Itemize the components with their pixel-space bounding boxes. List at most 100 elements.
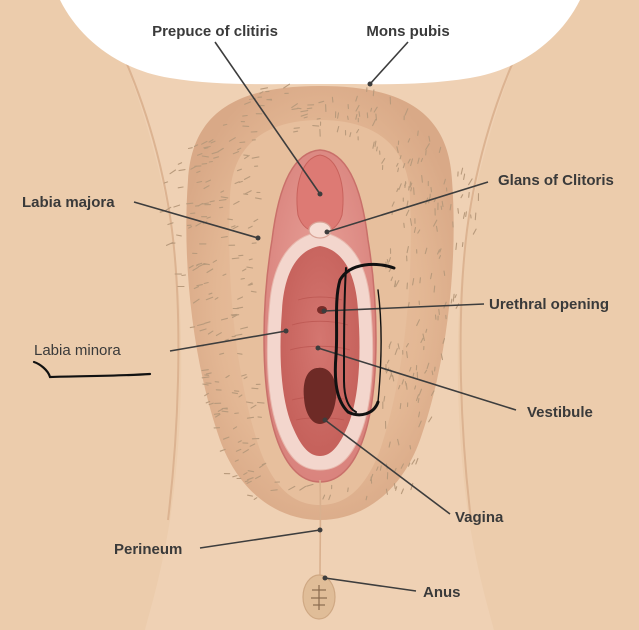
hair-stroke — [256, 401, 265, 404]
leader-glans-dot — [324, 229, 330, 235]
hair-stroke — [177, 162, 183, 165]
hair-stroke — [232, 475, 238, 478]
hair-stroke — [410, 482, 414, 491]
hair-stroke — [407, 302, 410, 308]
hair-stroke — [219, 448, 226, 452]
hair-stroke — [283, 83, 291, 89]
hair-stroke — [405, 343, 409, 348]
hair-stroke — [331, 96, 334, 103]
annotation-underline — [32, 360, 152, 379]
hair-stroke — [440, 353, 444, 361]
hair-stroke — [246, 416, 255, 419]
hair-stroke — [213, 156, 220, 159]
hair-stroke — [199, 328, 207, 332]
hair-stroke — [369, 473, 374, 482]
hair-stroke — [221, 410, 229, 413]
hair-stroke — [249, 443, 256, 447]
hair-stroke — [410, 158, 414, 167]
annotation-bracket-inner — [342, 267, 357, 413]
hair-stroke — [395, 280, 400, 288]
hair-stroke — [421, 174, 423, 183]
hair-stroke — [443, 178, 446, 185]
hair-stroke — [430, 390, 435, 396]
leader-labia-majora — [133, 201, 259, 239]
leader-glans — [326, 181, 489, 233]
hair-stroke — [399, 403, 402, 410]
hair-stroke — [219, 352, 225, 355]
leader-perineum — [199, 529, 321, 549]
hair-stroke — [250, 290, 257, 293]
hair-stroke — [176, 234, 182, 237]
hair-stroke — [192, 266, 199, 271]
leader-vagina — [324, 419, 451, 515]
hair-stroke — [388, 341, 392, 348]
hair-stroke — [232, 151, 240, 155]
hair-stroke — [224, 338, 229, 342]
hair-stroke — [220, 317, 229, 321]
hair-stroke — [392, 374, 395, 382]
annotation-bracket-outer — [333, 262, 396, 417]
hair-stroke — [246, 266, 254, 269]
hair-stroke — [396, 187, 399, 193]
hair-stroke — [417, 130, 419, 136]
hair-stroke — [428, 416, 433, 423]
hair-stroke — [409, 218, 413, 226]
hair-stroke — [222, 273, 227, 276]
hair-stroke — [192, 298, 200, 304]
hair-stroke — [433, 285, 436, 293]
hair-stroke — [201, 140, 208, 145]
hair-stroke — [244, 154, 250, 160]
hair-stroke — [201, 155, 209, 158]
hair-stroke — [230, 225, 236, 228]
hair-stroke — [385, 488, 388, 495]
hair-stroke — [412, 277, 415, 286]
hair-stroke — [455, 242, 458, 251]
hair-stroke — [306, 107, 313, 110]
hair-stroke — [240, 277, 245, 280]
hair-stroke — [396, 146, 399, 154]
hair-stroke — [411, 459, 416, 465]
hair-stroke — [253, 497, 258, 500]
anus-folds — [311, 585, 327, 610]
hair-stroke — [376, 466, 379, 471]
hair-stroke — [214, 297, 219, 300]
hair-stroke — [397, 167, 400, 173]
leader-labia-minora-dot — [283, 328, 289, 334]
hair-stroke — [355, 104, 360, 112]
hair-stroke — [255, 475, 261, 480]
leader-anus-dot — [322, 575, 328, 581]
hair-stroke — [205, 179, 212, 183]
hair-stroke — [425, 143, 430, 151]
hair-stroke — [235, 448, 242, 452]
hair-stroke — [375, 113, 378, 121]
leader-mons-dot — [367, 81, 373, 87]
hair-stroke — [204, 321, 211, 324]
hair-stroke — [228, 137, 236, 142]
hair-stroke — [388, 257, 391, 263]
hair-stroke — [386, 258, 389, 264]
hair-stroke — [242, 268, 247, 272]
leader-anus — [324, 577, 417, 592]
hair-stroke — [463, 173, 466, 181]
hair-stroke — [242, 114, 248, 117]
hair-stroke — [197, 202, 204, 207]
leader-urethral-dot — [321, 308, 327, 314]
hair-stroke — [195, 222, 202, 227]
hair-stroke — [460, 194, 464, 199]
hair-stroke — [234, 181, 240, 185]
hair-stroke — [204, 147, 209, 150]
hair-stroke — [372, 141, 375, 149]
hair-stroke — [417, 157, 420, 164]
vaginal-opening-shape — [303, 367, 337, 424]
left-thigh — [0, 0, 182, 630]
hair-stroke — [452, 293, 455, 302]
hair-stroke — [208, 139, 214, 143]
hair-stroke — [181, 274, 187, 277]
hair-stroke — [197, 323, 205, 327]
hair-stroke — [237, 147, 242, 151]
hair-stroke — [406, 351, 408, 359]
hair-stroke — [412, 372, 415, 378]
hair-stroke — [394, 348, 398, 356]
hair-stroke — [347, 115, 349, 121]
label-anus: Anus — [423, 584, 461, 601]
